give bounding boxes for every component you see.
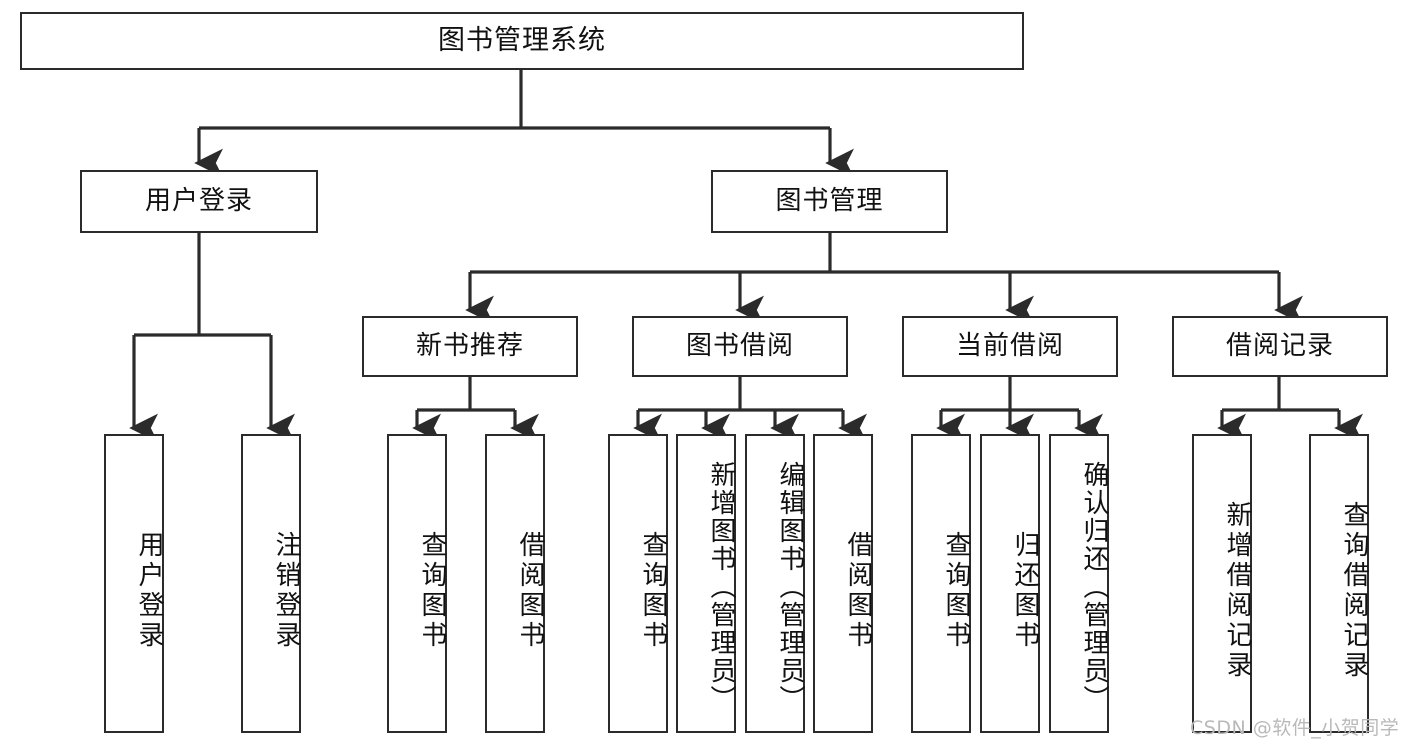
- node-label: 借阅记录: [1225, 331, 1334, 362]
- node-label: 当前借阅: [955, 331, 1064, 362]
- leaf-record-add-record[interactable]: 新增借阅记录: [1192, 434, 1252, 733]
- node-label: 图书管理: [775, 186, 884, 217]
- leaf-newbook-query-book[interactable]: 查询图书: [387, 434, 447, 733]
- leaf-current-return-book[interactable]: 归还图书: [980, 434, 1040, 733]
- node-label: 新书推荐: [415, 331, 524, 362]
- leaf-borrow-edit-book-admin[interactable]: 编辑图书（管理员）: [745, 434, 805, 733]
- node-current-borrow[interactable]: 当前借阅: [902, 316, 1118, 377]
- leaf-current-query-book[interactable]: 查询图书: [911, 434, 971, 733]
- node-label: 查询图书: [638, 530, 668, 651]
- node-label: 图书借阅: [685, 331, 794, 362]
- node-label: 用户登录: [134, 530, 164, 651]
- leaf-borrow-query-book[interactable]: 查询图书: [608, 434, 668, 733]
- node-label: 新增借阅记录: [1222, 500, 1252, 681]
- node-book-borrow[interactable]: 图书借阅: [632, 316, 848, 377]
- leaf-newbook-borrow-book[interactable]: 借阅图书: [485, 434, 545, 733]
- node-new-book-recommend[interactable]: 新书推荐: [362, 316, 578, 377]
- watermark-text: CSDN @软件_小贺同学: [1190, 717, 1400, 739]
- node-label: 确认归还（管理员）: [1079, 460, 1109, 713]
- leaf-borrow-borrow-book[interactable]: 借阅图书: [813, 434, 873, 733]
- node-book-management[interactable]: 图书管理: [711, 170, 948, 233]
- node-label: 用户登录: [144, 186, 253, 217]
- node-label: 归还图书: [1010, 530, 1040, 651]
- node-label: 借阅图书: [515, 530, 545, 651]
- node-label: 图书管理系统: [438, 25, 606, 57]
- node-root-book-management-system[interactable]: 图书管理系统: [20, 12, 1024, 70]
- node-user-login[interactable]: 用户登录: [80, 170, 318, 233]
- node-label: 新增图书（管理员）: [706, 460, 736, 713]
- leaf-borrow-add-book-admin[interactable]: 新增图书（管理员）: [676, 434, 736, 733]
- node-label: 查询借阅记录: [1339, 500, 1369, 681]
- node-label: 查询图书: [417, 530, 447, 651]
- node-label: 借阅图书: [843, 530, 873, 651]
- leaf-record-query-record[interactable]: 查询借阅记录: [1309, 434, 1369, 733]
- node-label: 注销登录: [271, 530, 301, 651]
- node-borrow-record[interactable]: 借阅记录: [1172, 316, 1388, 377]
- leaf-user-login-signin[interactable]: 用户登录: [104, 434, 164, 733]
- leaf-user-login-signout[interactable]: 注销登录: [241, 434, 301, 733]
- leaf-current-confirm-return-admin[interactable]: 确认归还（管理员）: [1049, 434, 1109, 733]
- node-label: 查询图书: [941, 530, 971, 651]
- node-label: 编辑图书（管理员）: [775, 460, 805, 713]
